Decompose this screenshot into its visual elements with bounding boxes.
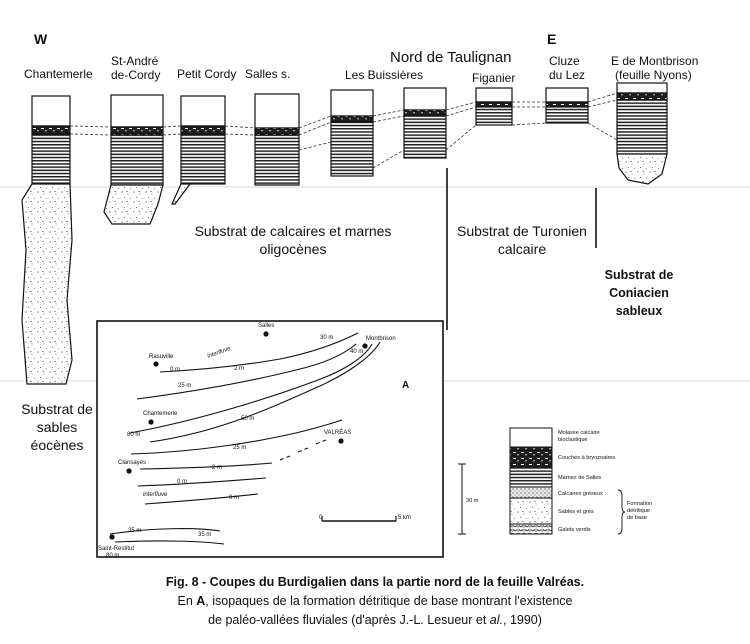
section-column-cluze [545,87,589,124]
substrate-turonien-label: calcaire [498,241,546,257]
place-label: VALRÉAS [324,429,351,436]
substrate-turonien-label: Substrat de Turonien [457,223,587,239]
place-label: Saint-Restitut [98,546,134,552]
panel-letter: A [402,380,409,391]
substrate-eocene-label: Substrat de [21,401,93,417]
region-label: Nord de Taulignan [390,49,511,66]
substrate-coniacien-label: Coniacien [609,286,669,300]
place-marker [153,361,159,367]
isopach-label: 0 m [177,479,187,485]
substrate-oligocene-label: oligocènes [260,241,327,257]
section-column-salles [254,93,300,186]
site-label: St-André [111,54,159,68]
section-column-figanier [475,87,513,126]
place-label: Rasuville [149,354,174,360]
site-label: Figanier [472,71,515,85]
isopach-label: 50 m [241,416,254,422]
place-marker [338,438,344,444]
scale-label: 5 km [398,515,411,521]
isopach-label: 25 m [178,383,191,389]
legend-group-label: Formation [627,501,652,507]
interfluve-label: interfluve [143,492,168,498]
isopach-label: 0 m [170,367,180,373]
site-label: E de Montbrison [611,54,698,68]
section-column-st-andre [103,94,164,225]
legend-brace [617,489,626,535]
isopach-label: 80 m [106,553,119,559]
substrate-coniacien-label: Substrat de [605,268,674,282]
isopach-label: 30 m [320,335,333,341]
place-marker [263,331,269,337]
substrate-coniacien-label: sableux [616,304,663,318]
legend-item: Marnes de Salles [558,475,601,481]
legend-item: Couches à bryozoaires [558,455,615,461]
isopach-label: 35 m [198,532,211,538]
legend-group-label: détritique [627,508,650,514]
site-label: Cluze [549,54,580,68]
place-label: Clansayes [118,460,146,466]
caption-line: En A, isopaques de la formation détritiq… [178,594,573,608]
place-marker [148,419,154,425]
place-label: Chantemerle [143,411,178,417]
site-label: de-Cordy [111,68,160,82]
isopach-label: 40 m [350,349,363,355]
west-label: W [34,31,48,47]
site-label: Salles s. [245,67,290,81]
isopach-contours [109,332,381,545]
site-label: Les Buissières [345,68,423,82]
east-label: E [547,31,556,47]
place-label: Salles [258,323,274,329]
legend-item: Calcaires gréseux [558,491,603,497]
caption-line: de paléo-vallées fluviales (d'après J.-L… [208,613,542,627]
section-column-chantemerle [21,95,73,385]
map-scale-bar: 0 5 km [319,515,411,522]
correlation-lines [69,92,618,169]
section-column-buissieres-west [330,89,374,177]
isopach-label: 25 m [233,445,246,451]
site-label: Petit Cordy [177,67,236,81]
isopach-label: 35 m [128,528,141,534]
legend-scale-label: 30 m [466,498,479,504]
map-places: Rasuville Salles Montbrison Chantemerle … [98,323,396,552]
isopach-label: 80 m [127,432,140,438]
legend: 30 m Molasse calcaire bioclastique Couch… [458,427,652,535]
legend-item: Molasse calcaire [558,430,600,436]
site-label: du Lez [549,68,585,82]
site-label: (feuille Nyons) [615,68,692,82]
place-marker [109,534,115,540]
legend-group-label: de base [627,515,647,521]
legend-item: Sables et grès [558,509,594,515]
site-label: Chantemerle [24,67,93,81]
figure-caption: Fig. 8 - Coupes du Burdigalien dans la p… [166,575,584,627]
section-column-petit-cordy [171,95,226,205]
legend-item: Galets verdis [558,527,591,533]
isopach-label: 2 m [212,465,222,471]
legend-column [509,427,553,535]
caption-title: Fig. 8 - Coupes du Burdigalien dans la p… [166,575,584,589]
place-marker [362,343,368,349]
legend-item: bioclastique [558,437,588,443]
substrate-oligocene-label: Substrat de calcaires et marnes [195,223,392,239]
isopach-label: 0 m [229,495,239,501]
place-marker [126,468,132,474]
scale-label: 0 [319,515,323,521]
place-label: Montbrison [366,336,396,342]
substrate-eocene-label: sables [37,419,77,435]
isopach-label: 2 m [234,366,244,372]
section-column-buissieres-east [403,87,447,159]
substrate-eocene-label: éocènes [31,437,84,453]
isopach-map: Rasuville Salles Montbrison Chantemerle … [96,320,444,559]
section-column-montbrison [616,82,668,185]
